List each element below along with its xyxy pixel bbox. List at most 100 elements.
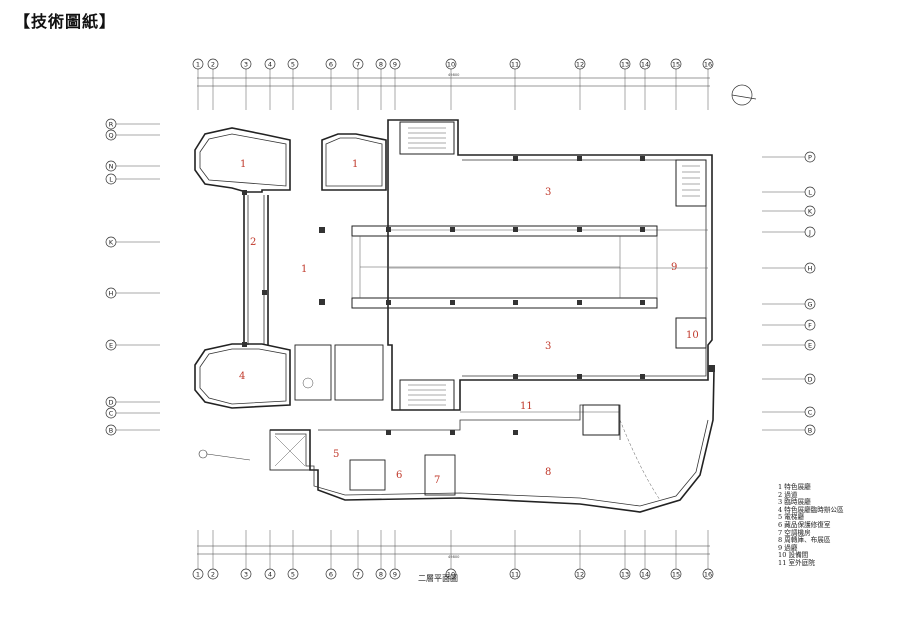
legend-item: 8 周轉庫、布展區 bbox=[778, 536, 831, 545]
north-arrow-icon bbox=[731, 84, 757, 106]
axis-label: 10 bbox=[447, 570, 455, 578]
axis-label: J bbox=[808, 228, 811, 236]
room-label-7: 7 bbox=[434, 475, 440, 486]
axis-label: E bbox=[109, 341, 113, 349]
axis-label: 4 bbox=[268, 60, 272, 68]
axis-label: D bbox=[108, 398, 113, 406]
axis-bubble bbox=[105, 339, 117, 351]
axis-bubble bbox=[389, 58, 401, 70]
room-label-1b: 1 bbox=[352, 159, 358, 170]
axis-label: 8 bbox=[379, 570, 383, 578]
axis-label: G bbox=[807, 300, 812, 308]
axis-label: K bbox=[808, 207, 813, 215]
bottom-dimension-lines: 49800 bbox=[197, 545, 710, 559]
axis-label: 5 bbox=[291, 60, 295, 68]
axis-label: 8 bbox=[379, 60, 383, 68]
axis-label: 2 bbox=[211, 570, 215, 578]
axis-bubble bbox=[639, 58, 651, 70]
axis-label: 13 bbox=[621, 570, 629, 578]
room-label-8: 8 bbox=[545, 467, 551, 478]
axis-label: 12 bbox=[576, 570, 584, 578]
axis-bubble bbox=[325, 568, 337, 580]
room-label-10: 10 bbox=[686, 330, 699, 341]
axis-bubble bbox=[702, 568, 714, 580]
axis-label: 6 bbox=[329, 570, 333, 578]
axis-label: L bbox=[109, 175, 113, 183]
axis-bubble bbox=[375, 58, 387, 70]
axis-label: H bbox=[808, 264, 813, 272]
axis-bubble bbox=[509, 568, 521, 580]
legend-item: 2 過道 bbox=[778, 490, 798, 499]
axis-bubble bbox=[445, 568, 457, 580]
axis-label: 3 bbox=[244, 570, 248, 578]
axis-bubble bbox=[207, 568, 219, 580]
room-labels: 1 1 1 2 3 3 4 5 6 7 8 9 10 11 bbox=[239, 159, 699, 486]
axis-label: 3 bbox=[244, 60, 248, 68]
room-label-3b: 3 bbox=[545, 341, 551, 352]
axis-bubble bbox=[105, 173, 117, 185]
axis-bubble bbox=[352, 58, 364, 70]
legend-item: 3 臨時展廳 bbox=[778, 498, 811, 507]
axis-label: F bbox=[808, 321, 812, 329]
axis-bubble bbox=[702, 58, 714, 70]
axis-label: 7 bbox=[356, 60, 360, 68]
axis-bubble bbox=[804, 298, 816, 310]
top-dimension-lines: 49800 bbox=[197, 73, 710, 87]
room-legend: 1 特色展廳 2 過道 3 臨時展廳 4 特色展廳臨時辦公區 5 電梯廳 6 藏… bbox=[778, 483, 844, 568]
axis-label: 10 bbox=[447, 60, 455, 68]
axis-bubble bbox=[574, 568, 586, 580]
axis-label: K bbox=[109, 238, 114, 246]
axis-bubble bbox=[619, 568, 631, 580]
room-label-2: 2 bbox=[250, 237, 256, 248]
axis-bubble bbox=[670, 58, 682, 70]
left-wing-walls bbox=[194, 127, 387, 409]
axis-bubble bbox=[389, 568, 401, 580]
axis-bubble bbox=[105, 118, 117, 130]
axis-label: 14 bbox=[641, 570, 649, 578]
section-marker bbox=[198, 449, 251, 461]
axis-label: L bbox=[808, 188, 812, 196]
axis-label: 5 bbox=[291, 570, 295, 578]
axis-bubble bbox=[105, 160, 117, 172]
axis-bubble bbox=[619, 58, 631, 70]
axis-bubble bbox=[639, 568, 651, 580]
total-span-top: 49800 bbox=[448, 73, 460, 77]
axis-label: 9 bbox=[393, 60, 397, 68]
legend-item: 7 空調機房 bbox=[778, 528, 811, 537]
room-label-5: 5 bbox=[333, 449, 339, 460]
stair-cores bbox=[399, 121, 707, 436]
drawing-title: 【技術圖紙】 bbox=[14, 12, 117, 31]
room-label-1a: 1 bbox=[240, 159, 246, 170]
atrium-bridges bbox=[351, 225, 658, 309]
service-rooms bbox=[294, 344, 456, 496]
axis-bubble bbox=[804, 151, 816, 163]
axis-bubble bbox=[240, 568, 252, 580]
axis-label: 13 bbox=[621, 60, 629, 68]
axis-label: 7 bbox=[356, 570, 360, 578]
room-label-4: 4 bbox=[239, 371, 245, 382]
legend-item: 11 室外庭院 bbox=[778, 558, 815, 567]
axis-label: 11 bbox=[511, 570, 519, 578]
axis-bubble bbox=[264, 58, 276, 70]
axis-label: 1 bbox=[196, 60, 200, 68]
room-label-9: 9 bbox=[671, 262, 677, 273]
legend-item: 9 過廳 bbox=[778, 543, 798, 552]
axis-bubble bbox=[105, 236, 117, 248]
axis-bubble bbox=[105, 407, 117, 419]
axis-bubble bbox=[207, 58, 219, 70]
axis-bubble bbox=[445, 58, 457, 70]
room-label-1c: 1 bbox=[301, 264, 307, 275]
axis-bubble bbox=[105, 129, 117, 141]
axis-bubble bbox=[804, 186, 816, 198]
legend-item: 6 藏品保護修復室 bbox=[778, 520, 831, 529]
axis-bubble bbox=[670, 568, 682, 580]
plan-caption: 二層平面圖 bbox=[418, 574, 458, 583]
axis-bubble bbox=[804, 205, 816, 217]
axis-bubble bbox=[509, 58, 521, 70]
axis-bubble bbox=[105, 424, 117, 436]
axis-label: B bbox=[808, 426, 812, 434]
